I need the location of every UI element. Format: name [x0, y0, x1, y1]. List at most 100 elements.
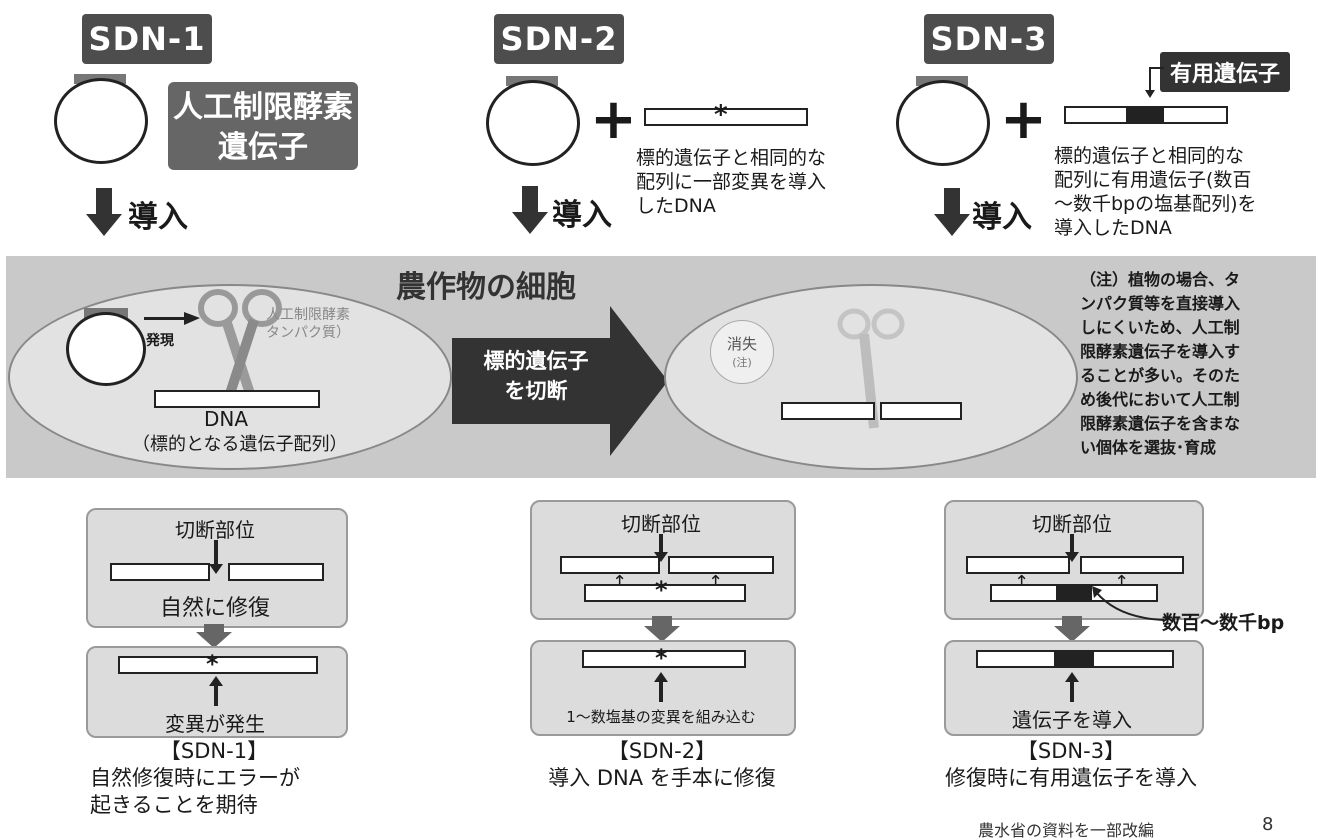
sdn2-template-dna [584, 584, 746, 602]
sdn3-desc-line4: 導入したDNA [1054, 217, 1172, 239]
sdn2-plasmid [486, 80, 580, 166]
sdn1-plasmid [54, 78, 148, 164]
vanish-note: (注) [732, 356, 752, 369]
sdn1-result-asterisk: * [206, 650, 219, 678]
caption-sdn2: 【SDN-2】 導入 DNA を手本に修復 [506, 738, 818, 792]
note-line-8: い個体を選抜･育成 [1080, 438, 1217, 457]
sdn2-desc-line2: 配列に一部変異を導入 [636, 171, 827, 193]
cell-dna-bar [154, 390, 320, 408]
sdn3-size-pointer [1092, 586, 1165, 621]
enzyme-protein-label: 人工制限酵素 タンパク質） [266, 306, 350, 342]
sdn3-step-arrow-shaft [1062, 616, 1082, 628]
sdn3-result-label: 遺伝子を導入 [1012, 708, 1132, 732]
sdn2-desc-line1: 標的遺伝子と相同的な [636, 147, 827, 169]
sdn1-cut-site-label: 切断部位 [175, 518, 255, 542]
note-line-6: め後代において人工制 [1080, 390, 1240, 409]
sdn1-step-arrow-shaft [204, 624, 224, 634]
sdn3-plus-icon: + [1000, 87, 1047, 152]
sdn1-enzyme-line1: 人工制限酵素 [173, 90, 353, 125]
sdn2-dna-right [668, 556, 774, 574]
note-line-5: ることが多い。そのた [1080, 366, 1241, 385]
sdn2-template-asterisk: * [655, 576, 668, 604]
sdn1-down-arrow [86, 188, 122, 236]
dna-sublabel: （標的となる遺伝子配列） [132, 434, 348, 455]
sdn2-dna-bar [644, 108, 808, 126]
note-line-7: 限酵素遺伝子を含まな [1080, 414, 1241, 433]
vanish-circle: 消失 (注) [710, 320, 774, 384]
sdn3-size-label: 数百～数千bp [1162, 612, 1285, 634]
caption-sdn3: 【SDN-3】 修復時に有用遺伝子を導入 [906, 738, 1236, 792]
sdn3-result-insert [1054, 652, 1094, 666]
sdn1-step-arrow [196, 632, 232, 648]
sdn3-desc-line2: 配列に有用遺伝子(数百 [1054, 169, 1252, 191]
caption-sdn2-title: 【SDN-2】 [607, 739, 717, 763]
note-line-1: （注）植物の場合、タ [1080, 270, 1241, 289]
page-number: 8 [1262, 814, 1274, 835]
sdn1-result-dna [118, 656, 318, 674]
sdn2-down-arrow [512, 186, 548, 234]
cell-plasmid [66, 312, 146, 386]
caption-sdn2-line1: 導入 DNA を手本に修復 [548, 766, 776, 790]
note-line-4: 限酵素遺伝子を導入す [1080, 342, 1241, 361]
sdn2-up-arrow [654, 672, 668, 702]
vanish-label: 消失 [726, 335, 757, 353]
source-note: 農水省の資料を一部改編 [978, 821, 1155, 840]
sdn3-introduce-label: 導入 [972, 200, 1032, 235]
sdn3-cut-arrow [1065, 534, 1079, 562]
note-line-2: ンパク質等を直接導入 [1080, 294, 1241, 313]
sdn2-cut-arrow [654, 534, 668, 562]
sdn1-mutation-label: 変異が発生 [165, 712, 265, 736]
sdn3-insert-segment [1126, 108, 1164, 122]
caption-sdn1-line2: 起きることを期待 [90, 793, 258, 817]
sdn3-up-arrow [1065, 672, 1079, 702]
sdn1-dna-right [228, 563, 324, 581]
sdn3-badge: SDN-3 [924, 14, 1054, 64]
sdn2-dna-left [560, 556, 660, 574]
cut-label-line1: 標的遺伝子 [483, 349, 589, 373]
sdn2-step-arrow-shaft [652, 616, 672, 628]
sdn2-result-label: 1～数塩基の変異を組み込む [566, 708, 756, 726]
cut-dna-left [781, 402, 875, 420]
sdn1-dna-left [110, 563, 210, 581]
sdn3-dna-bar [1064, 106, 1228, 124]
enzyme-protein-line2: タンパク質） [266, 325, 350, 341]
cell-title: 農作物の細胞 [396, 270, 576, 305]
sdn2-asterisk: * [714, 100, 728, 130]
caption-sdn1-line1: 自然修復時にエラーが [90, 766, 300, 790]
caption-sdn3-line1: 修復時に有用遺伝子を導入 [945, 766, 1197, 790]
sdn3-plasmid [896, 80, 990, 166]
sdn3-template-insert [1056, 586, 1092, 600]
sdn2-badge: SDN-2 [494, 14, 624, 64]
sdn1-up-arrow [209, 676, 223, 706]
sdn1-enzyme-line2: 遺伝子 [218, 130, 308, 165]
caption-sdn1: 【SDN-1】 自然修復時にエラーが 起きることを期待 [78, 738, 350, 819]
sdn3-useful-gene-pointer [1145, 67, 1164, 98]
sdn3-desc: 標的遺伝子と相同的な 配列に有用遺伝子(数百 ～数千bpの塩基配列)を 導入した… [1054, 144, 1257, 240]
sdn1-cut-arrow [209, 540, 223, 574]
expression-arrow [144, 312, 200, 325]
expression-label: 発現 [146, 333, 174, 349]
caption-sdn1-title: 【SDN-1】 [159, 739, 269, 763]
sdn3-dna-right [1080, 556, 1184, 574]
note-line-3: しにくいため、人工制 [1080, 318, 1240, 337]
sdn3-desc-line1: 標的遺伝子と相同的な [1054, 145, 1245, 167]
cut-big-arrow [452, 306, 668, 456]
cut-label-line2: を切断 [504, 379, 568, 403]
sdn2-plus-icon: + [590, 87, 637, 152]
sdn1-enzyme-box: 人工制限酵素 遺伝子 [168, 82, 358, 170]
sdn2-cut-site-label: 切断部位 [621, 512, 701, 536]
sdn2-desc-line3: したDNA [636, 195, 716, 217]
sdn1-badge: SDN-1 [82, 14, 212, 64]
sdn1-introduce-label: 導入 [128, 200, 188, 235]
sdn3-result-dna [976, 650, 1174, 668]
sdn3-cut-site-label: 切断部位 [1032, 512, 1112, 536]
sdn3-down-arrow [934, 188, 970, 236]
sdn2-desc: 標的遺伝子と相同的な 配列に一部変異を導入 したDNA [636, 146, 826, 218]
sdn2-introduce-label: 導入 [552, 198, 612, 233]
sdn2-step-arrow [644, 626, 680, 642]
note-text: （注）植物の場合、タ ンパク質等を直接導入 しにくいため、人工制 限酵素遺伝子を… [1080, 268, 1240, 460]
sdn2-result-asterisk: * [655, 644, 668, 672]
caption-sdn3-title: 【SDN-3】 [1016, 739, 1126, 763]
sdn3-useful-gene-label: 有用遺伝子 [1160, 52, 1291, 92]
enzyme-protein-line1: 人工制限酵素 [266, 307, 350, 323]
